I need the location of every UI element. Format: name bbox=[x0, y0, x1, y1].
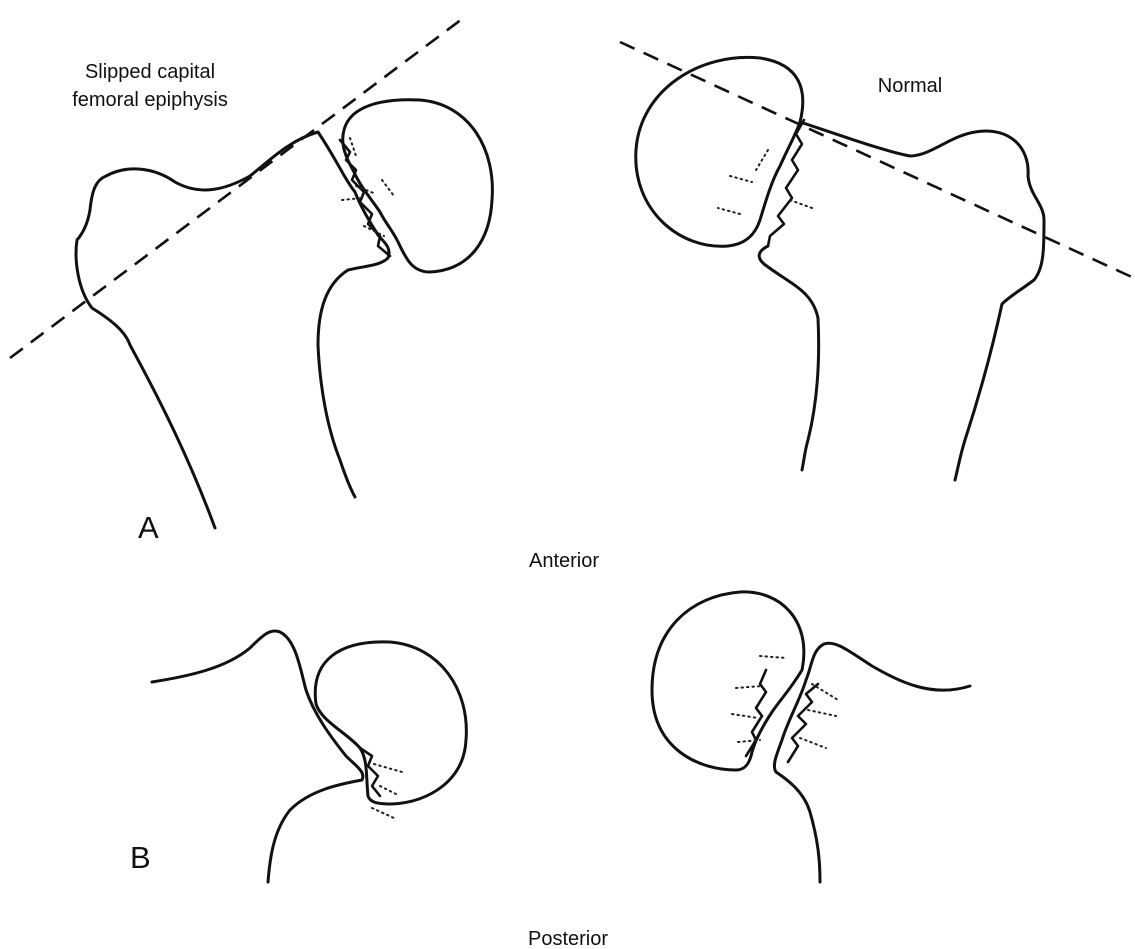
normal-lateral-dots bbox=[732, 656, 786, 742]
panel-b-label: B bbox=[130, 840, 151, 875]
slipped-femur-outline bbox=[76, 132, 389, 528]
slipped-label-line1: Slipped capital bbox=[85, 61, 215, 83]
normal-label: Normal bbox=[878, 75, 942, 97]
normal-lateral-physis-shaft bbox=[788, 684, 818, 762]
slipped-lateral-head bbox=[315, 642, 466, 804]
panel-a-label: A bbox=[138, 510, 159, 545]
slipped-reference-line bbox=[10, 16, 466, 358]
normal-femoral-head bbox=[636, 57, 803, 246]
normal-femur-ap-view bbox=[636, 57, 1044, 480]
slipped-label-line2: femoral epiphysis bbox=[72, 89, 228, 111]
normal-femur-neck-inner bbox=[759, 246, 818, 470]
normal-lateral-outline bbox=[774, 643, 970, 882]
slipped-lateral-outline bbox=[152, 631, 363, 882]
normal-femur-outline bbox=[800, 122, 1044, 480]
anterior-label: Anterior bbox=[529, 550, 599, 572]
slipped-femur-lateral-view bbox=[152, 631, 466, 882]
slipped-femur-ap-view bbox=[76, 100, 492, 528]
slipped-femoral-head bbox=[343, 100, 493, 272]
normal-femur-lateral-view bbox=[652, 592, 970, 882]
posterior-label: Posterior bbox=[528, 928, 608, 949]
